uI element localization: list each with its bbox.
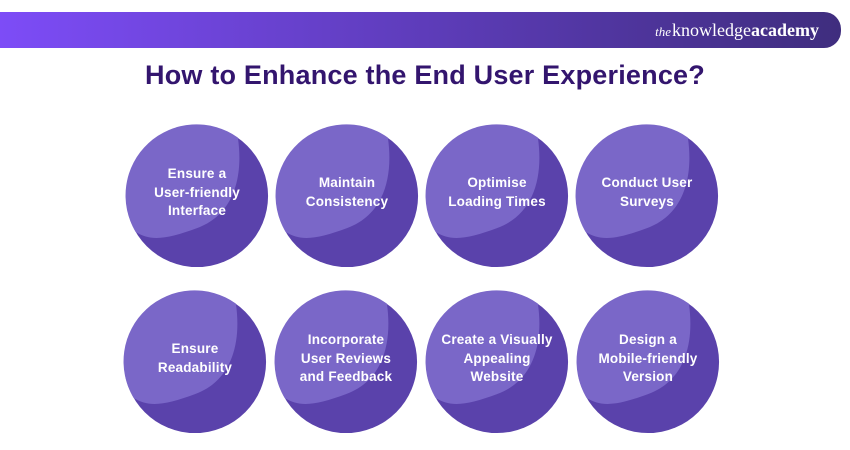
brand-logo: theknowledgeacademy	[655, 21, 819, 39]
bubble-label: Incorporate User Reviews and Feedback	[299, 331, 393, 385]
logo-knowledge: knowledge	[672, 20, 752, 40]
bubble-user-friendly-interface: Ensure a User-friendly Interface	[124, 123, 270, 269]
bubble-row-bottom: Ensure Readability Incorporate User Revi…	[122, 289, 721, 435]
bubble-label: Optimise Loading Times	[448, 175, 546, 209]
bubble-mobile-friendly-version: Design a Mobile-friendly Version	[575, 289, 721, 435]
header-bar: theknowledgeacademy	[0, 12, 841, 48]
page-title: How to Enhance the End User Experience?	[145, 60, 705, 90]
bubble-label: Maintain Consistency	[305, 175, 389, 209]
bubble-label: Ensure a User-friendly Interface	[154, 165, 240, 219]
bubble-label: Ensure Readability	[157, 341, 233, 375]
bubble-label: Design a Mobile-friendly Version	[598, 331, 698, 385]
bubble-optimise-loading-times: Optimise Loading Times	[424, 123, 570, 269]
logo-the: the	[655, 24, 672, 39]
bubble-user-reviews-feedback: Incorporate User Reviews and Feedback	[273, 289, 419, 435]
bubble-ensure-readability: Ensure Readability	[122, 289, 268, 435]
bubble-maintain-consistency: Maintain Consistency	[274, 123, 420, 269]
bubble-row-top: Ensure a User-friendly Interface Maintai…	[124, 123, 720, 269]
bubble-label: Conduct User Surveys	[601, 175, 693, 209]
bubble-conduct-user-surveys: Conduct User Surveys	[574, 123, 720, 269]
logo-academy: academy	[751, 20, 819, 40]
bubble-visually-appealing-website: Create a Visually Appealing Website	[424, 289, 570, 435]
bubble-label: Create a Visually Appealing Website	[441, 331, 553, 385]
